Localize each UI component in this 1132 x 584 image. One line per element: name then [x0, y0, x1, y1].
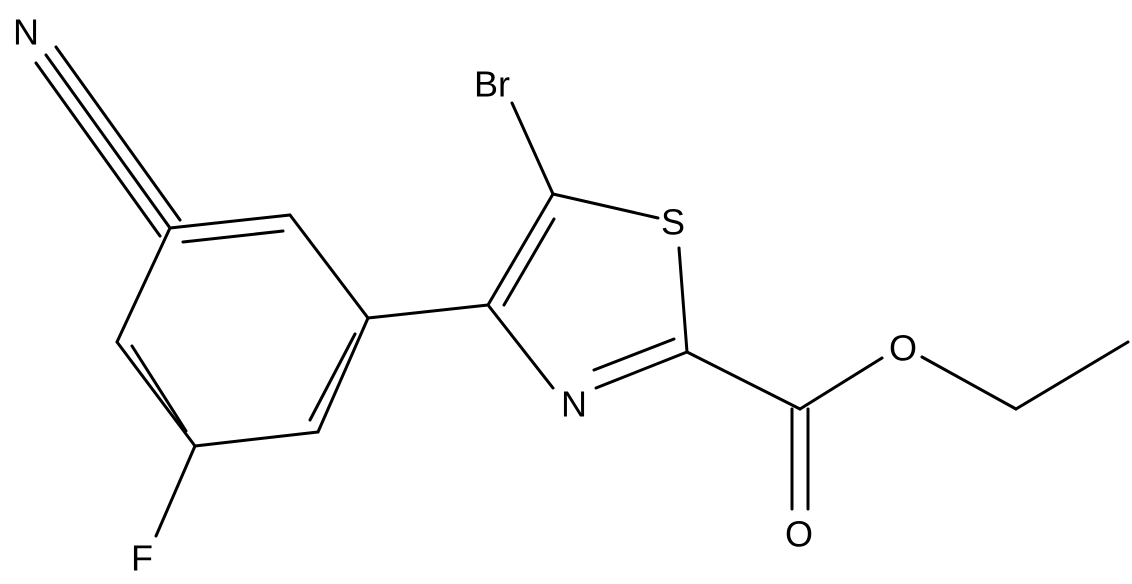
- ester-group: [685, 340, 1130, 511]
- cf-bond: [154, 444, 197, 538]
- fluorine-label: F: [131, 538, 153, 579]
- nitrile-triple-bond: [34, 45, 182, 238]
- cbr-bond: [510, 101, 555, 196]
- bromine-label: Br: [474, 64, 510, 105]
- aryl-thiazole-bond: [366, 303, 490, 320]
- ester-oxygen-label: O: [889, 328, 917, 369]
- sulfur-label: S: [661, 202, 685, 243]
- ring-nitrogen-label: N: [561, 384, 587, 425]
- thiazole-ring: [486, 192, 689, 390]
- benzene-ring: [115, 213, 370, 448]
- nitrile-nitrogen-label: N: [13, 12, 39, 53]
- carbonyl-oxygen-label: O: [785, 514, 813, 555]
